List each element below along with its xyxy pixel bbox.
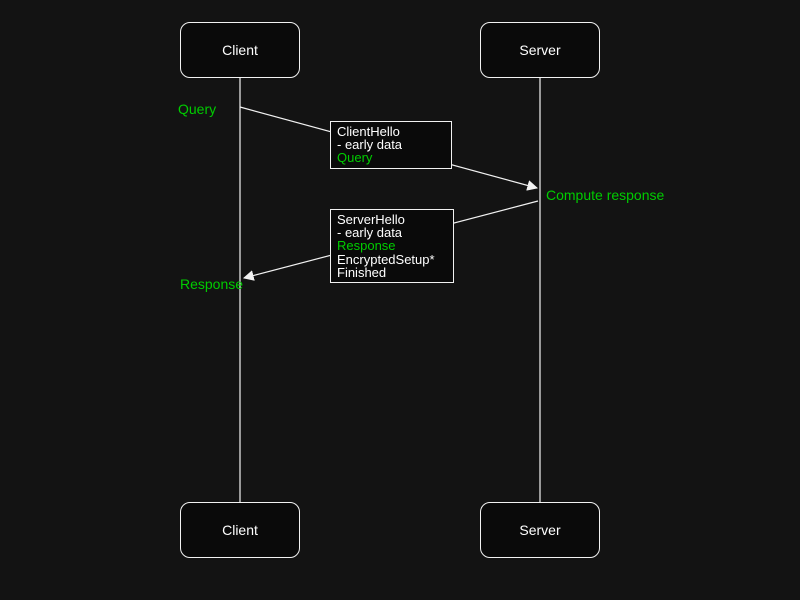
server-hello-line-5: Finished (337, 264, 387, 280)
server-hello-line-4: EncryptedSetup* (337, 251, 435, 267)
actor-label-server-top: Server (519, 42, 561, 58)
actor-box-server-top: Server (480, 22, 600, 78)
actor-box-client-bottom: Client (180, 502, 300, 558)
annotation-query: Query (178, 101, 217, 117)
actor-box-client-top: Client (180, 22, 300, 78)
client-hello-line-1: ClientHello (337, 124, 400, 139)
actor-box-server-bottom: Server (480, 502, 600, 558)
annotation-compute-response: Compute response (546, 187, 665, 203)
message-box-client-hello: ClientHello - early data Query (330, 121, 452, 169)
server-hello-line-2: - early data (337, 225, 403, 241)
actor-label-server-bottom: Server (519, 522, 561, 538)
actor-label-client-bottom: Client (222, 522, 258, 538)
annotation-response: Response (180, 276, 244, 292)
actor-label-client-top: Client (222, 42, 258, 58)
message-box-server-hello: ServerHello - early data Response Encryp… (330, 209, 454, 284)
client-hello-line-3: Query (337, 150, 373, 166)
server-hello-line-1: ServerHello (337, 212, 405, 227)
client-hello-line-2: - early data (337, 137, 403, 153)
server-hello-line-3: Response (337, 238, 396, 254)
